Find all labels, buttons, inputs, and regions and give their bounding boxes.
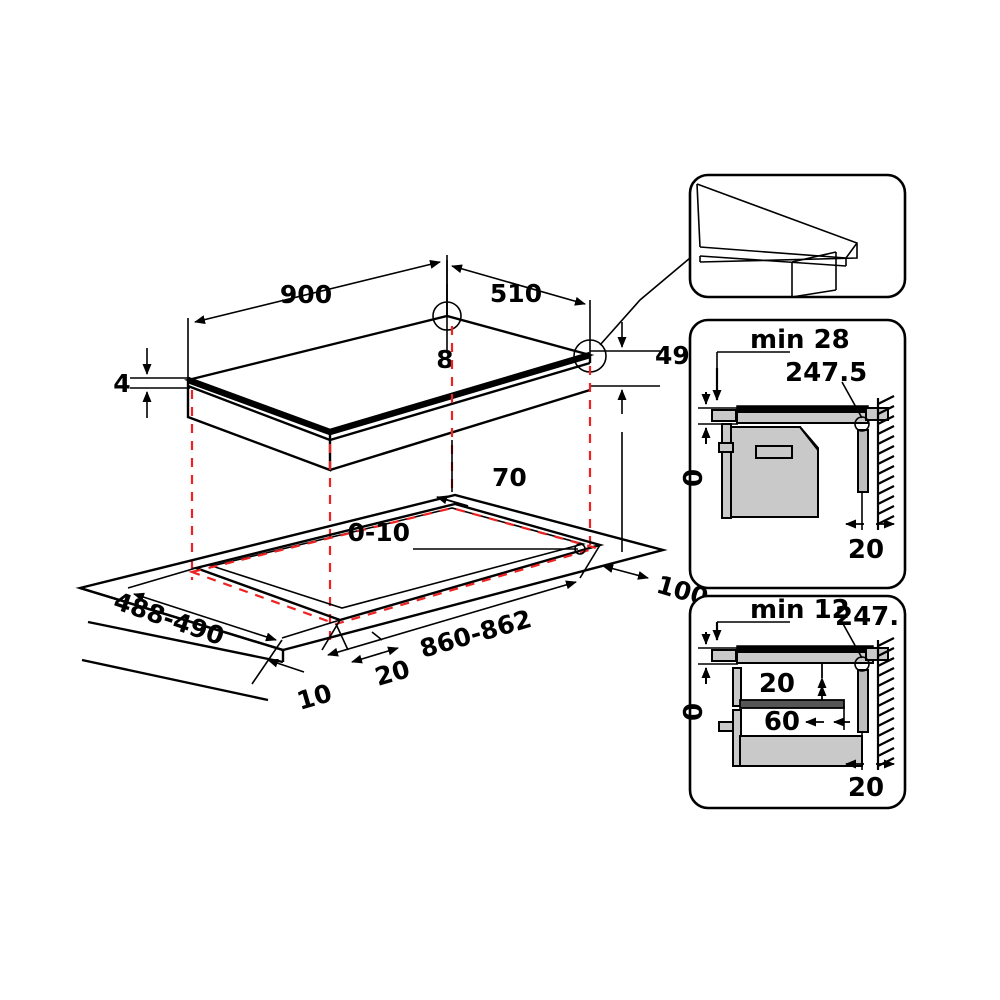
dim-49-label: 49	[655, 341, 690, 370]
main-isometric-view: 900 510 4 8	[75, 255, 712, 716]
dim-900: 900	[187, 255, 448, 380]
dim-4: 4	[113, 348, 190, 418]
dim-247-5: 247.5	[785, 358, 867, 419]
dim-10: 10	[251, 639, 335, 716]
dim-0-label-12: 0	[679, 703, 709, 721]
dim-10-label: 10	[294, 678, 335, 715]
dim-900-label: 900	[280, 280, 332, 309]
dim-8-label: 8	[436, 345, 453, 374]
dim-20-label: 20	[372, 654, 413, 691]
callout-8: 8	[432, 284, 462, 374]
worktop-with-cutout: 70 0-10 10 0 488-490	[75, 432, 712, 716]
dim-20-label-12: 20	[848, 773, 884, 803]
dim-drawer-depth: 60	[764, 706, 850, 737]
dim-20-shelf-label: 20	[759, 669, 795, 699]
dim-70-label: 70	[492, 463, 527, 492]
dim-shelf-gap: 20	[759, 662, 827, 700]
dim-488-490-label: 488-490	[110, 586, 228, 651]
dim-510: 510	[446, 260, 591, 355]
callout-70: 70	[436, 440, 527, 507]
dim-510-label: 510	[490, 279, 542, 308]
dim-49: 49	[590, 322, 690, 414]
dim-0-label-28: 0	[679, 469, 709, 487]
corner-edge-illustration	[696, 183, 858, 298]
dim-zero-gap-12: 0	[679, 632, 738, 721]
dim-247-truncated: 247.	[835, 602, 899, 659]
panel-installation-min-12: min 12 247. 0 20 60	[679, 594, 907, 810]
dim-20-label-28: 20	[848, 535, 884, 565]
panel-installation-min-28: min 28 247.5 0 20	[679, 318, 907, 590]
dim-247-label: 247.	[835, 602, 899, 632]
dim-60-label: 60	[764, 707, 800, 737]
dim-rear-gap-12: 20	[845, 732, 895, 803]
callout-0-10: 0-10	[347, 518, 586, 555]
dim-4-label: 4	[113, 369, 130, 398]
wall-hatching	[876, 395, 895, 530]
dim-488-490: 488-490	[110, 567, 341, 651]
dim-min-12-label: min 12	[750, 595, 850, 625]
dim-0-10-label: 0-10	[347, 518, 410, 547]
hob-appliance	[183, 314, 595, 472]
dim-min-28-label: min 28	[750, 325, 850, 355]
panel-corner-edge-detail	[688, 173, 907, 299]
dim-rear-gap-28: 20	[845, 492, 895, 565]
dim-zero-gap-28: 0	[679, 392, 738, 487]
dim-min-28: min 28	[712, 325, 850, 401]
dim-247-5-label: 247.5	[785, 358, 867, 388]
dim-min-12: min 12	[712, 595, 850, 641]
dim-860-862-label: 860-862	[417, 604, 535, 664]
